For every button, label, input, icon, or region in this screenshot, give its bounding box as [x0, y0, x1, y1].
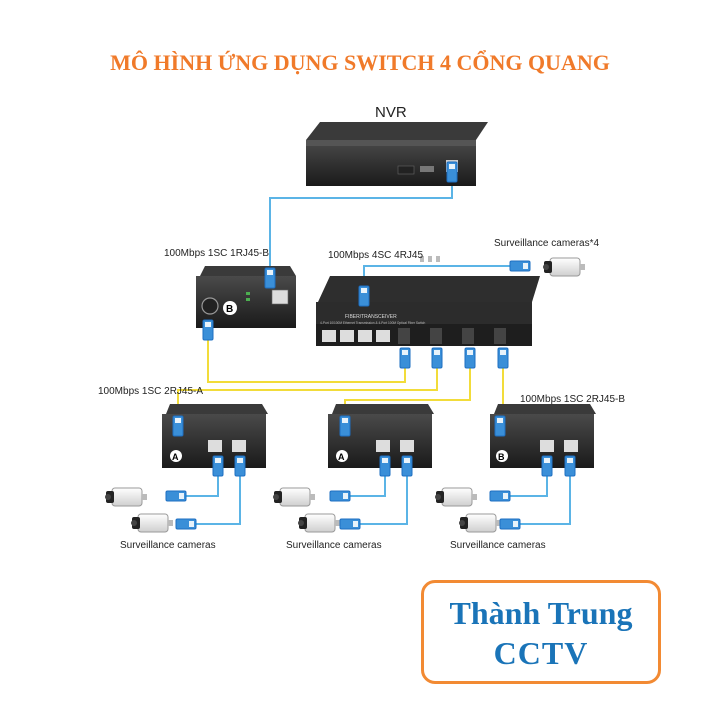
nvr-label: NVR — [375, 104, 407, 121]
left-cameras-label: Surveillance cameras — [120, 540, 216, 551]
badge-left-a: A — [172, 452, 179, 462]
fiber-switch-label: 100Mbps 4SC 4RJ45 — [328, 250, 423, 261]
brand-tagline: CCTV — [424, 635, 658, 672]
brand-box: Thành Trung CCTV — [421, 580, 661, 684]
switch-a-middle — [328, 404, 434, 476]
cameras-right-group — [435, 488, 520, 532]
brand-name: Thành Trung — [424, 595, 658, 632]
switch-a-left — [162, 404, 268, 476]
camera-top — [510, 258, 585, 276]
mid-cameras-label: Surveillance cameras — [286, 540, 382, 551]
media-converter-b — [196, 266, 296, 340]
fiber-switch-4port — [316, 256, 540, 368]
cameras-left-group — [105, 488, 196, 532]
right-cameras-label: Surveillance cameras — [450, 540, 546, 551]
badge-right-b: B — [498, 452, 505, 462]
left-switch-label: 100Mbps 1SC 2RJ45-A — [98, 386, 203, 397]
badge-mid-a: A — [338, 452, 345, 462]
switch-front-text: FIBER/TRANSCEIVER — [345, 314, 397, 320]
cameras-mid-group — [273, 488, 360, 532]
switch-sub-text: 4-Port 10/100M Ethernet Transmission & 4… — [320, 321, 425, 325]
badge-converter-b: B — [226, 304, 233, 315]
right-switch-label: 100Mbps 1SC 2RJ45-B — [520, 394, 625, 405]
top-cameras-label: Surveillance cameras*4 — [494, 238, 599, 249]
switch-b-right — [490, 404, 596, 476]
nvr-device — [306, 122, 488, 186]
converter-b-label: 100Mbps 1SC 1RJ45-B — [164, 248, 269, 259]
